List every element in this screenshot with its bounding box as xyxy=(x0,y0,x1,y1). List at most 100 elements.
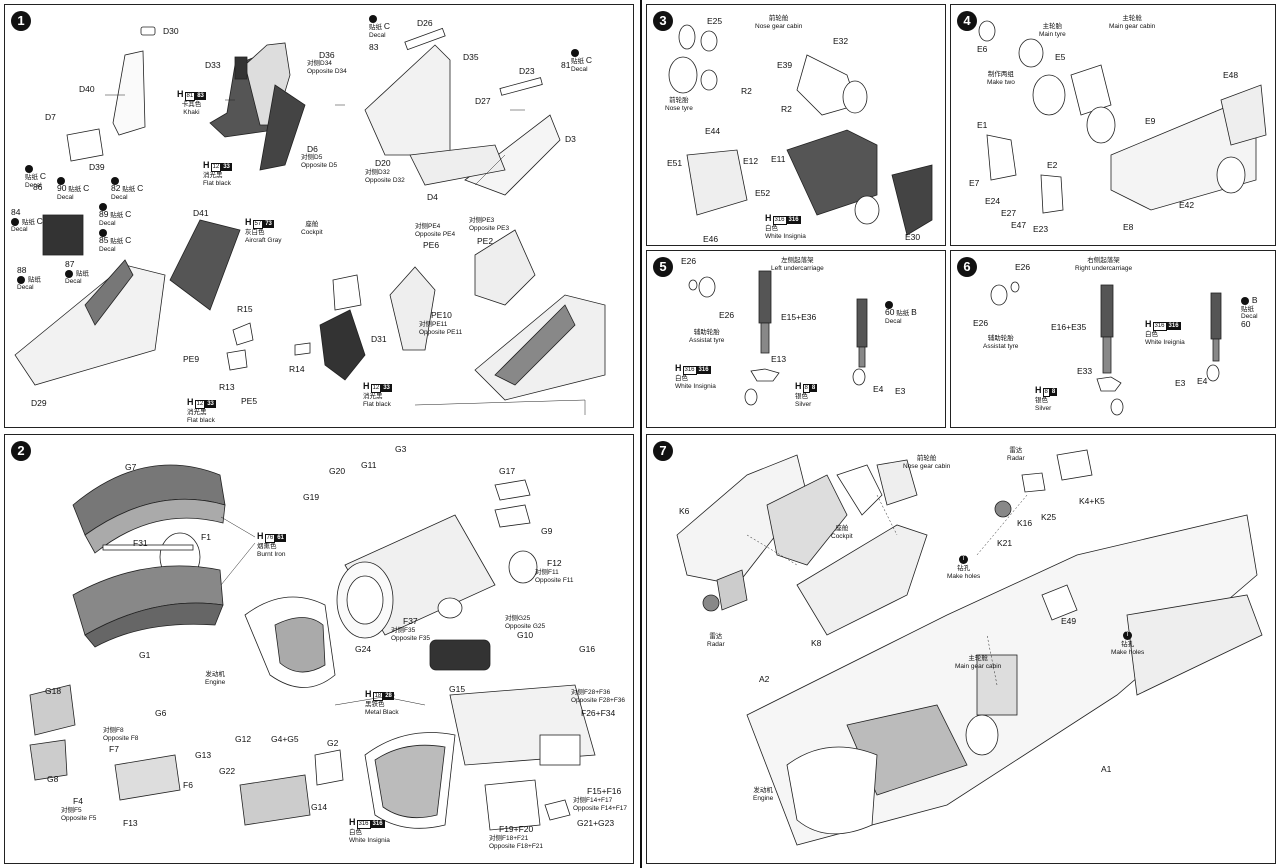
part-label-d39: D39 xyxy=(89,162,105,172)
part-label-e48: E48 xyxy=(1223,70,1239,80)
part-label-f4: F4 xyxy=(73,796,83,806)
part-label-g15: G15 xyxy=(449,684,466,694)
part-label-a2: A2 xyxy=(759,674,770,684)
part-label-e2: E2 xyxy=(1047,160,1058,170)
part-label-g2: G2 xyxy=(327,738,339,748)
part-label-d35: D35 xyxy=(463,52,479,62)
part-label-k4k5: K4+K5 xyxy=(1079,496,1105,506)
step-2-panel: 2 xyxy=(4,434,634,864)
part-label-f15f16: F15+F16 xyxy=(587,786,622,796)
part-label-k16: K16 xyxy=(1017,518,1033,528)
part-label-f19f20: F19+F20 xyxy=(499,824,534,834)
step-7-illustration xyxy=(676,449,1263,846)
part-label-e52: E52 xyxy=(755,188,771,198)
part-label-pe10: PE10 xyxy=(431,310,452,320)
part-label-g17: G17 xyxy=(499,466,516,476)
step-1-panel: 1 xyxy=(4,4,634,428)
part-label-e7: E7 xyxy=(969,178,980,188)
step-number: 4 xyxy=(957,11,977,31)
part-label-d26: D26 xyxy=(417,18,433,28)
part-label-g18: G18 xyxy=(45,686,62,696)
part-label-g9: G9 xyxy=(541,526,553,536)
part-label-e42: E42 xyxy=(1179,200,1195,210)
part-label-e12: E12 xyxy=(743,156,759,166)
part-label-f1: F1 xyxy=(201,532,211,542)
number-86: 86 xyxy=(33,182,43,192)
step-5-illustration xyxy=(688,270,868,406)
part-label-e32: E32 xyxy=(833,36,849,46)
part-label-e25: E25 xyxy=(707,16,723,26)
part-label-e49: E49 xyxy=(1061,616,1077,626)
part-label-g22: G22 xyxy=(219,766,236,776)
part-label-e26a: E26 xyxy=(1015,262,1031,272)
part-label-d40: D40 xyxy=(79,84,95,94)
part-label-k8: K8 xyxy=(811,638,822,648)
part-label-g12: G12 xyxy=(235,734,252,744)
part-label-g13: G13 xyxy=(195,750,212,760)
step-3-illustration xyxy=(668,24,933,236)
part-label-d41: D41 xyxy=(193,208,209,218)
part-label-d23: D23 xyxy=(519,66,535,76)
part-label-e46: E46 xyxy=(703,234,719,244)
drill-icon-2: T xyxy=(1123,631,1132,640)
part-label-a1: A1 xyxy=(1101,764,1112,774)
part-label-d4: D4 xyxy=(427,192,438,202)
part-label-e4: E4 xyxy=(1197,376,1208,386)
part-label-e6: E6 xyxy=(977,44,988,54)
part-label-r15: R15 xyxy=(237,304,253,314)
step-number: 1 xyxy=(11,11,31,31)
number-83: 83 xyxy=(369,42,379,52)
part-label-pe6: PE6 xyxy=(423,240,440,250)
page-divider xyxy=(640,0,642,868)
part-label-e33: E33 xyxy=(1077,366,1093,376)
part-label-g24: G10 xyxy=(517,630,534,640)
step-2-illustration xyxy=(29,464,596,831)
step-7-panel: 7 xyxy=(646,434,1276,864)
part-label-d31: D31 xyxy=(371,334,387,344)
part-label-e51: E51 xyxy=(667,158,683,168)
part-label-g16: G16 xyxy=(579,644,596,654)
part-label-d7: D7 xyxy=(45,112,56,122)
part-label-d3: D3 xyxy=(565,134,576,144)
part-label-k6: K6 xyxy=(679,506,690,516)
part-label-f12: F12 xyxy=(547,558,562,568)
part-label-e15e36: E15+E36 xyxy=(781,312,817,322)
part-label-e39: E39 xyxy=(777,60,793,70)
number-81: 81 xyxy=(561,60,571,70)
part-label-e8: E8 xyxy=(1123,222,1134,232)
part-label-e23: E23 xyxy=(1033,224,1049,234)
